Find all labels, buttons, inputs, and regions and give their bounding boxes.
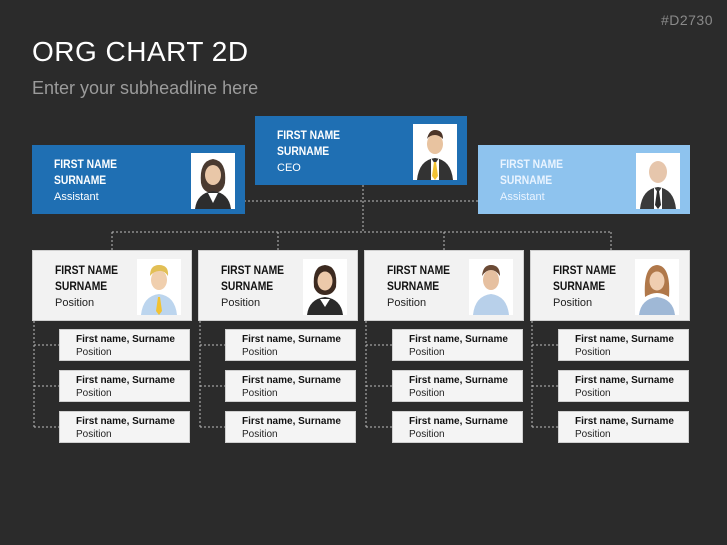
manager-card-3[interactable]: FIRST NAME SURNAME Position	[364, 250, 524, 321]
assistant-right-card[interactable]: FIRST NAME SURNAME Assistant	[478, 145, 690, 214]
page-subtitle: Enter your subheadline here	[32, 78, 259, 98]
man-brown-hair-avatar-icon	[469, 259, 513, 315]
manager-position: Position	[387, 297, 427, 309]
report-name: First name, Surname	[409, 375, 508, 386]
manager-card-4[interactable]: FIRST NAME SURNAME Position	[530, 250, 690, 321]
report-card[interactable]: First name, Surname Position	[558, 411, 689, 443]
report-position: Position	[242, 347, 278, 358]
report-name: First name, Surname	[575, 375, 674, 386]
assistant-left-position: Assistant	[54, 191, 99, 203]
report-name: First name, Surname	[76, 416, 175, 427]
reports-connector-4	[531, 321, 558, 428]
report-name: First name, Surname	[76, 334, 175, 345]
report-name: First name, Surname	[409, 334, 508, 345]
manager-name: FIRST NAME SURNAME	[553, 263, 617, 293]
blonde-man-avatar-icon	[137, 259, 181, 315]
assistant-left-card[interactable]: FIRST NAME SURNAME Assistant	[32, 145, 245, 214]
report-position: Position	[409, 388, 445, 399]
reports-connector-2	[199, 321, 225, 428]
report-name: First name, Surname	[242, 416, 341, 427]
ceo-name: FIRST NAME SURNAME	[277, 128, 341, 158]
report-position: Position	[575, 429, 611, 440]
woman-brown-hair-avatar-icon	[303, 259, 347, 315]
manager-position: Position	[55, 297, 95, 309]
report-name: First name, Surname	[575, 416, 674, 427]
page-title: ORG CHART 2D	[32, 36, 249, 67]
bald-man-avatar-icon	[636, 153, 680, 209]
ceo-card[interactable]: FIRST NAME SURNAME CEO	[255, 116, 467, 185]
report-card[interactable]: First name, Surname Position	[558, 329, 689, 361]
assistant-left-name: FIRST NAME SURNAME	[54, 157, 118, 187]
manager-name: FIRST NAME SURNAME	[387, 263, 451, 293]
report-name: First name, Surname	[242, 375, 341, 386]
report-position: Position	[242, 429, 278, 440]
report-position: Position	[76, 429, 112, 440]
report-card[interactable]: First name, Surname Position	[225, 329, 356, 361]
woman-dark-hair-avatar-icon	[191, 153, 235, 209]
manager-position: Position	[553, 297, 593, 309]
report-card[interactable]: First name, Surname Position	[225, 370, 356, 402]
report-name: First name, Surname	[575, 334, 674, 345]
report-card[interactable]: First name, Surname Position	[392, 329, 523, 361]
report-position: Position	[575, 347, 611, 358]
ceo-position: CEO	[277, 162, 301, 174]
report-card[interactable]: First name, Surname Position	[392, 411, 523, 443]
report-card[interactable]: First name, Surname Position	[558, 370, 689, 402]
assistant-right-position: Assistant	[500, 191, 545, 203]
manager-card-2[interactable]: FIRST NAME SURNAME Position	[198, 250, 358, 321]
report-card[interactable]: First name, Surname Position	[59, 370, 190, 402]
slide-code: #D2730	[660, 12, 713, 28]
report-position: Position	[409, 429, 445, 440]
report-position: Position	[575, 388, 611, 399]
report-position: Position	[409, 347, 445, 358]
woman-long-hair-avatar-icon	[635, 259, 679, 315]
report-name: First name, Surname	[242, 334, 341, 345]
report-card[interactable]: First name, Surname Position	[392, 370, 523, 402]
report-card[interactable]: First name, Surname Position	[59, 329, 190, 361]
report-position: Position	[76, 388, 112, 399]
reports-connector-3	[365, 321, 392, 428]
reports-connector-1	[33, 321, 59, 428]
report-name: First name, Surname	[409, 416, 508, 427]
manager-name: FIRST NAME SURNAME	[221, 263, 285, 293]
report-card[interactable]: First name, Surname Position	[59, 411, 190, 443]
report-position: Position	[76, 347, 112, 358]
manager-card-1[interactable]: FIRST NAME SURNAME Position	[32, 250, 192, 321]
manager-position: Position	[221, 297, 261, 309]
assistant-right-name: FIRST NAME SURNAME	[500, 157, 564, 187]
report-card[interactable]: First name, Surname Position	[225, 411, 356, 443]
manager-name: FIRST NAME SURNAME	[55, 263, 119, 293]
man-suit-yellow-tie-avatar-icon	[413, 124, 457, 180]
report-position: Position	[242, 388, 278, 399]
report-name: First name, Surname	[76, 375, 175, 386]
